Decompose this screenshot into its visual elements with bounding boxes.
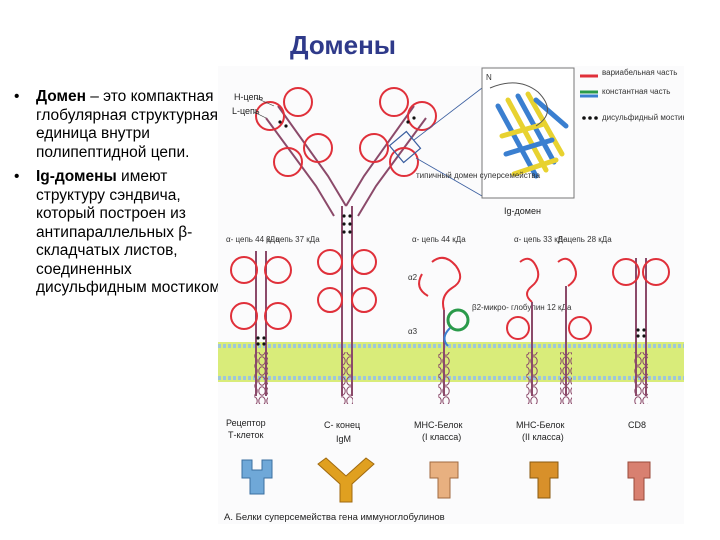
alpha3-label: α3 (408, 327, 418, 336)
variable-domain-loop (407, 101, 437, 131)
mhc1-icon (429, 461, 459, 499)
variable-domain-loop (389, 147, 419, 177)
b2m-label: β2-микро- глобулин 12 кДа (472, 303, 572, 312)
bullet-list: • Домен – это компактная глобулярная стр… (12, 88, 226, 304)
legend-disulfide: дисульфидный мостик (602, 113, 684, 122)
tcr-icon (241, 459, 273, 495)
tcr-beta-label: β- цепь 37 кДа (266, 235, 320, 244)
figure-background (218, 66, 684, 524)
slide-title: Домены (290, 30, 396, 60)
variable-domain-loop (303, 133, 333, 163)
tcr-label-line1: Рецептор (226, 418, 266, 428)
legend: вариабельная часть константная часть дис… (580, 68, 684, 122)
bullet-term: Ig-домены (36, 168, 117, 185)
legend-constant: константная часть (602, 87, 670, 96)
beta-sheet-ribbons (495, 91, 569, 179)
mhc2-label-line2: (II класса) (522, 432, 564, 442)
ig-domain-label: Ig-домен (504, 206, 541, 216)
mhc1-label-line1: МНС-Белок (414, 420, 462, 430)
mhc-class-i (418, 256, 470, 404)
tcr-alpha-label: α- цепь 44 кДа (226, 235, 280, 244)
legend-variable: вариабельная часть (602, 68, 677, 77)
c-end-label: С- конец (324, 420, 360, 430)
cd8-icon (627, 461, 651, 501)
mhc2-label-line1: МНС-Белок (516, 420, 564, 430)
t-cell-receptor (230, 251, 292, 404)
cd8-label: CD8 (628, 420, 646, 430)
tcr-disulfide-dots (256, 336, 266, 346)
bullet-text: имеют структуру сэндвича, который постро… (36, 168, 225, 296)
bullet-ig-domains: • Ig-домены имеют структуру сэндвича, ко… (12, 168, 226, 298)
disulfide-bridges (278, 116, 416, 234)
bullet-domain-definition: • Домен – это компактная глобулярная стр… (12, 88, 226, 162)
cd8-disulfide-dots (636, 328, 646, 338)
variable-domain-loop (283, 87, 313, 117)
igm-icon (317, 457, 375, 503)
bullet-dot: • (14, 168, 20, 185)
bullet-dot: • (14, 88, 20, 105)
n-terminus-label: N (486, 73, 492, 82)
igm-label: IgM (336, 434, 351, 444)
domain-highlight-box (388, 87, 483, 197)
cd8 (612, 258, 670, 404)
mhc-class-ii (506, 257, 592, 404)
ig-domain-inset: N (481, 67, 575, 199)
h-chain-label: Н-цепь (234, 92, 263, 102)
alpha2-label: α2 (408, 273, 418, 282)
bullet-text: – это компактная глобулярная структурная… (36, 88, 219, 161)
variable-domain-loop (273, 147, 303, 177)
mhc1-alpha-label: α- цепь 44 кДа (412, 235, 466, 244)
figure-svg: N вариабельная часть константная часть д… (218, 66, 684, 524)
igm-antibody (255, 87, 437, 404)
mhc2-icon (529, 461, 559, 499)
mhc1-label-line2: (I класса) (422, 432, 461, 442)
cell-membrane (218, 342, 684, 382)
variable-domain-loop (255, 101, 285, 131)
figure-caption: А. Белки суперсемейства гена иммуноглобу… (224, 512, 445, 523)
mhc2-alpha-label: α- цепь 33 кДа (514, 235, 568, 244)
bullet-term: Домен (36, 88, 86, 105)
typical-domain-label: типичный домен суперсемейства (416, 171, 541, 180)
variable-domain-loop (359, 133, 389, 163)
tcr-label-line2: Т-клеток (228, 430, 264, 440)
mhc2-beta-label: β- цепь 28 кДа (558, 235, 612, 244)
variable-domain-loop (379, 87, 409, 117)
l-chain-label: L-цепь (232, 106, 260, 116)
immunoglobulin-superfamily-figure: N вариабельная часть константная часть д… (218, 66, 684, 524)
